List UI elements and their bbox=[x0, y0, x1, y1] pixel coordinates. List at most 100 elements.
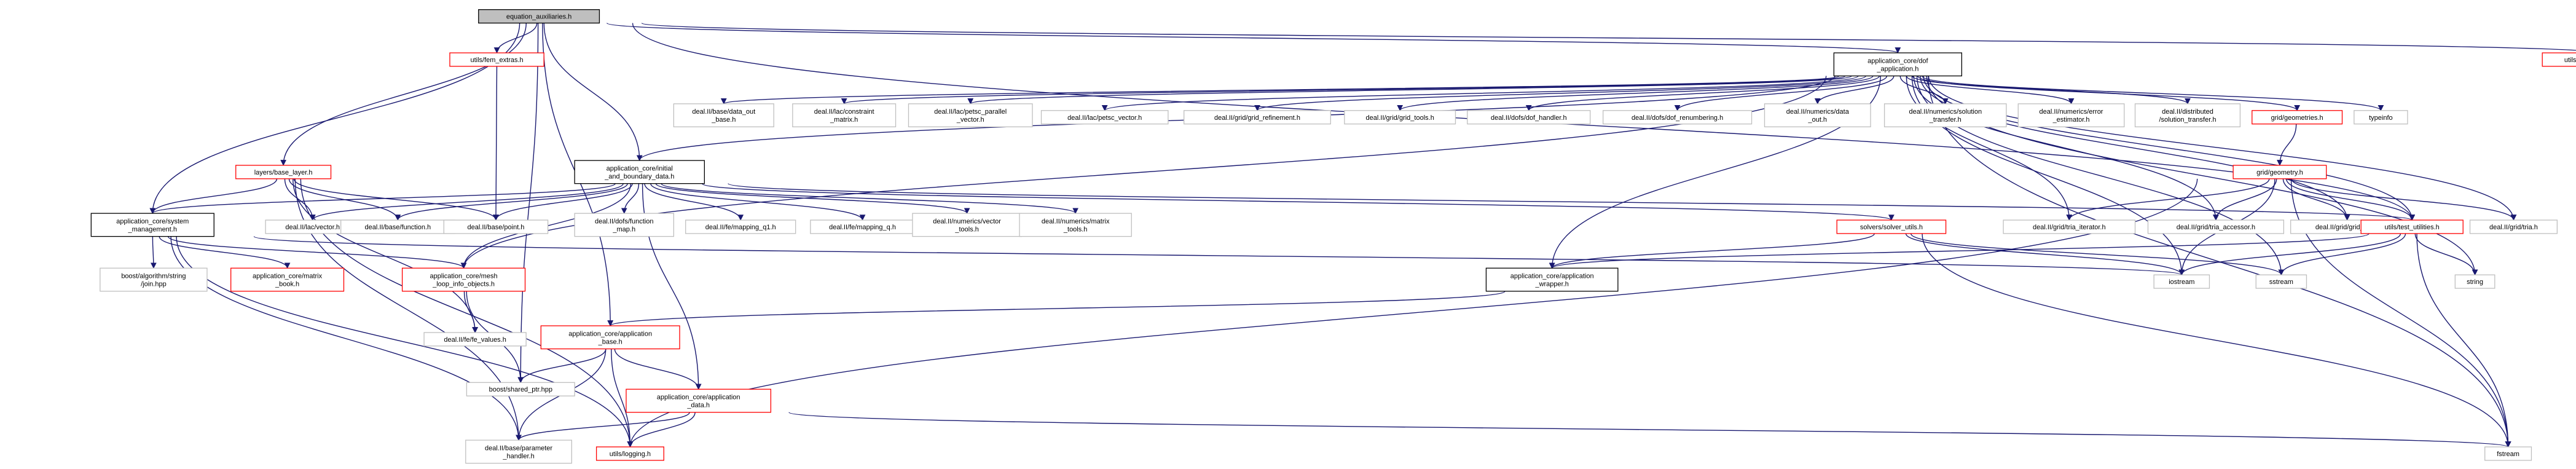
node-label: deal.II/numerics/matrix bbox=[1042, 218, 1110, 225]
node-label: utils/logging.h bbox=[610, 451, 651, 458]
edge-app-wrapper-to-app-base bbox=[607, 291, 1506, 327]
edge-app-base-to-logging bbox=[611, 349, 634, 448]
node-label: deal.II/lac/petsc_vector.h bbox=[1067, 114, 1142, 122]
node-test-constants[interactable]: utils/test_constants.h bbox=[2542, 52, 2576, 67]
node-grid-tools[interactable]: deal.II/grid/grid_tools.h bbox=[1344, 110, 1456, 125]
edge-init-bdry-to-vector-tools bbox=[655, 183, 970, 215]
node-matrix-book[interactable]: application_core/matrix_book.h bbox=[230, 267, 345, 292]
node-box bbox=[2484, 446, 2532, 461]
node-eq-aux[interactable]: equation_auxiliaries.h bbox=[478, 9, 600, 24]
node-label: application_core/application bbox=[568, 330, 652, 337]
node-label: deal.II/dofs/function bbox=[595, 218, 653, 225]
node-system-mgmt[interactable]: application_core/system_management.h bbox=[90, 213, 214, 237]
node-petsc-vector[interactable]: deal.II/lac/petsc_vector.h bbox=[1040, 110, 1169, 125]
node-box bbox=[673, 103, 774, 128]
node-box bbox=[626, 388, 772, 413]
node-box bbox=[2354, 110, 2408, 125]
node-box bbox=[443, 219, 549, 234]
node-label: application_core/system bbox=[116, 218, 189, 225]
node-box bbox=[574, 160, 705, 184]
node-label: utils/fem_extras.h bbox=[470, 57, 523, 64]
node-init-bdry[interactable]: application_core/initial_and_boundary_da… bbox=[574, 160, 705, 184]
node-box bbox=[2134, 103, 2241, 128]
node-tria-iterator[interactable]: deal.II/grid/tria_iterator.h bbox=[2003, 219, 2136, 234]
node-fe-values[interactable]: deal.II/fe/fe_values.h bbox=[423, 332, 527, 347]
edge-app-data-to-fstream bbox=[788, 412, 2511, 448]
node-petsc-parallel[interactable]: deal.II/lac/petsc_parallel_vector.h bbox=[908, 103, 1033, 128]
edge-app-dof-to-typeinfo bbox=[1921, 75, 2384, 111]
node-app-data[interactable]: application_core/application_data.h bbox=[626, 388, 772, 413]
node-grid-refinement[interactable]: deal.II/grid/grid_refinement.h bbox=[1184, 110, 1331, 125]
node-typeinfo[interactable]: typeinfo bbox=[2354, 110, 2408, 125]
node-dist-solution-transfer[interactable]: deal.II/distributed/solution_transfer.h bbox=[2134, 103, 2241, 128]
node-box bbox=[2360, 219, 2464, 234]
edge-test-utilities-to-iostream bbox=[2178, 233, 2401, 276]
node-constraint-matrix[interactable]: deal.II/lac/constraint_matrix.h bbox=[792, 103, 897, 128]
edge-eq-aux-to-system-mgmt bbox=[149, 23, 520, 215]
node-label: _management.h bbox=[128, 226, 178, 233]
node-base-layer[interactable]: layers/base_layer.h bbox=[235, 165, 332, 179]
node-label: deal.II/grid/grid_refinement.h bbox=[1214, 114, 1300, 122]
edge-eq-aux-to-shared-ptr bbox=[517, 23, 539, 384]
node-mapping-q1[interactable]: deal.II/fe/mapping_q1.h bbox=[685, 219, 796, 234]
node-label: deal.II/lac/petsc_parallel bbox=[934, 108, 1007, 116]
edge-test-utilities-to-fstream bbox=[2416, 233, 2511, 448]
node-label: deal.II/grid/tria_iterator.h bbox=[2033, 224, 2106, 231]
node-test-utilities[interactable]: utils/test_utilities.h bbox=[2360, 219, 2464, 234]
node-label: layers/base_layer.h bbox=[254, 169, 313, 176]
node-base-point[interactable]: deal.II/base/point.h bbox=[443, 219, 549, 234]
node-mapping-q[interactable]: deal.II/fe/mapping_q.h bbox=[810, 219, 915, 234]
edge-app-dof-to-grid-refinement bbox=[1254, 75, 1866, 111]
edge-system-mgmt-to-matrix-book bbox=[159, 236, 291, 269]
node-dof-handler[interactable]: deal.II/dofs/dof_handler.h bbox=[1467, 110, 1591, 125]
node-box bbox=[1833, 52, 1963, 77]
edge-solver-utils-to-app-wrapper bbox=[1549, 233, 1875, 269]
node-vector-tools[interactable]: deal.II/numerics/vector_tools.h bbox=[912, 213, 1022, 237]
node-box bbox=[1344, 110, 1456, 125]
node-iostream[interactable]: iostream bbox=[2153, 274, 2210, 289]
node-logging[interactable]: utils/logging.h bbox=[595, 446, 664, 461]
node-box bbox=[1019, 213, 1132, 237]
edge-test-utilities-to-string bbox=[2414, 233, 2478, 276]
edge-app-data-to-logging bbox=[627, 412, 696, 448]
node-mesh-loop[interactable]: application_core/mesh_loop_info_objects.… bbox=[401, 267, 526, 292]
edge-app-dof-to-geometries bbox=[1917, 75, 2300, 111]
node-param-handler[interactable]: deal.II/base/parameter_handler.h bbox=[465, 439, 572, 464]
edge-grid-geometry-to-tria-iterator bbox=[2066, 178, 2270, 221]
node-label: _tools.h bbox=[954, 226, 979, 233]
node-box bbox=[1836, 219, 1947, 234]
node-base-function[interactable]: deal.II/base/function.h bbox=[340, 219, 455, 234]
node-geometries[interactable]: grid/geometries.h bbox=[2252, 110, 2343, 125]
node-error-estimator[interactable]: deal.II/numerics/error_estimator.h bbox=[2017, 103, 2125, 128]
node-label: deal.II/lac/vector.h bbox=[285, 224, 340, 231]
node-dof-renumbering[interactable]: deal.II/dofs/dof_renumbering.h bbox=[1603, 110, 1753, 125]
node-function-map[interactable]: deal.II/dofs/function_map.h bbox=[574, 213, 675, 237]
node-solution-transfer[interactable]: deal.II/numerics/solution_transfer.h bbox=[1883, 103, 2007, 128]
node-shared-ptr[interactable]: boost/shared_ptr.hpp bbox=[466, 382, 575, 396]
node-box bbox=[465, 439, 572, 464]
node-fstream[interactable]: fstream bbox=[2484, 446, 2532, 461]
node-grid-geometry[interactable]: grid/geometry.h bbox=[2232, 165, 2327, 179]
node-tria-accessor[interactable]: deal.II/grid/tria_accessor.h bbox=[2147, 219, 2285, 234]
node-app-dof[interactable]: application_core/dof_application.h bbox=[1833, 52, 1963, 77]
node-string[interactable]: string bbox=[2454, 274, 2496, 289]
node-grid-tria[interactable]: deal.II/grid/tria.h bbox=[2469, 219, 2558, 234]
node-box bbox=[540, 325, 680, 350]
edge-app-dof-to-dist-solution-transfer bbox=[1912, 75, 2191, 104]
node-label: _loop_info_objects.h bbox=[432, 280, 495, 288]
edge-app-dof-to-grid-out bbox=[1920, 76, 2350, 221]
node-label: _tools.h bbox=[1063, 226, 1088, 233]
node-data-out-base[interactable]: deal.II/base/data_out_base.h bbox=[673, 103, 774, 128]
node-fem-extras[interactable]: utils/fem_extras.h bbox=[449, 52, 544, 67]
node-app-base[interactable]: application_core/application_base.h bbox=[540, 325, 680, 350]
node-data-out[interactable]: deal.II/numerics/data_out.h bbox=[1764, 103, 1871, 128]
node-boost-algorithm[interactable]: boost/algorithm/string/join.hpp bbox=[100, 267, 208, 292]
node-app-wrapper[interactable]: application_core/application_wrapper.h bbox=[1485, 267, 1619, 292]
node-sstream[interactable]: sstream bbox=[2255, 274, 2307, 289]
node-label: _data.h bbox=[686, 401, 710, 409]
node-matrix-tools[interactable]: deal.II/numerics/matrix_tools.h bbox=[1019, 213, 1132, 237]
edge-init-bdry-to-mapping-q bbox=[650, 183, 866, 221]
node-solver-utils[interactable]: solvers/solver_utils.h bbox=[1836, 219, 1947, 234]
node-label: _matrix.h bbox=[830, 116, 858, 124]
node-box bbox=[1040, 110, 1169, 125]
